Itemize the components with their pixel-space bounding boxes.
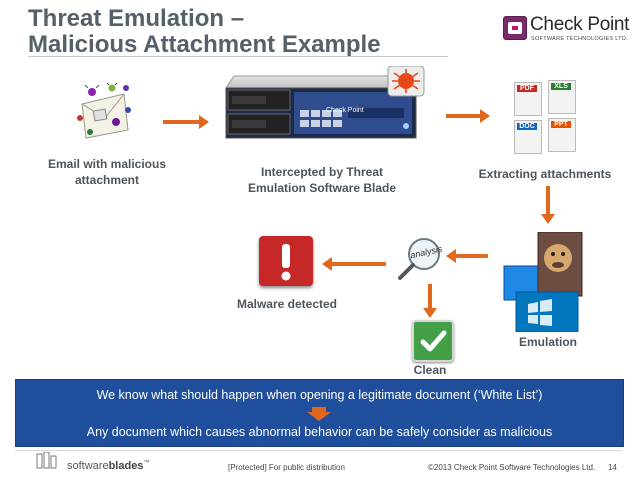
footer-copyright: ©2013 Check Point Software Technologies … bbox=[428, 463, 596, 472]
malicious-email-icon bbox=[77, 82, 131, 139]
arrow-extract-to-emulation bbox=[541, 186, 555, 224]
logo-tagline: SOFTWARE TECHNOLOGIES LTD. bbox=[531, 36, 628, 42]
step-clean-label: Clean bbox=[413, 363, 447, 377]
logo-name: Check Point bbox=[530, 14, 630, 35]
exclamation-icon bbox=[281, 244, 291, 281]
doc-file-icon: DOC bbox=[514, 120, 542, 154]
clean-check-icon bbox=[412, 320, 454, 362]
xls-file-tag: XLS bbox=[551, 83, 571, 90]
banner-down-arrow-icon bbox=[307, 407, 331, 421]
software-blades-brand: softwareblades™ bbox=[67, 460, 149, 472]
analysis-magnifier-icon bbox=[398, 238, 440, 280]
arrow-appliance-to-extract bbox=[446, 109, 490, 123]
ppt-file-tag: PPT bbox=[551, 121, 571, 128]
appliance-brand-label: Check Point bbox=[326, 107, 364, 114]
slide-title-line1: Threat Emulation – bbox=[28, 5, 245, 32]
step-email-label-line1: Email with malicious bbox=[47, 157, 167, 171]
slide-title: Threat Emulation – Malicious Attachment … bbox=[28, 6, 468, 58]
arrow-analysis-to-malware bbox=[322, 257, 386, 271]
attachment-files: PDF XLS DOC PPT bbox=[514, 80, 578, 160]
footer-classification: [Protected] For public distribution bbox=[228, 463, 345, 472]
brand-part1: software bbox=[67, 460, 109, 472]
pdf-file-tag: PDF bbox=[517, 85, 537, 92]
arrow-analysis-to-clean bbox=[423, 284, 437, 318]
banner-line1: We know what should happen when opening … bbox=[96, 388, 543, 402]
check-point-logo: Check Point SOFTWARE TECHNOLOGIES LTD. bbox=[503, 14, 630, 44]
title-divider bbox=[28, 56, 448, 57]
security-appliance-icon bbox=[225, 66, 425, 139]
step-emulation-label: Emulation bbox=[518, 335, 577, 349]
step-intercept-label: Intercepted by Threat Emulation Software… bbox=[222, 164, 422, 196]
ppt-file-icon: PPT bbox=[548, 118, 576, 152]
pdf-file-icon: PDF bbox=[514, 82, 542, 116]
step-email-label: Email with malicious attachment bbox=[32, 156, 182, 188]
brand-tm: ™ bbox=[143, 460, 150, 466]
malware-alert-icon bbox=[259, 236, 313, 286]
software-blades-logo-icon bbox=[36, 452, 57, 469]
arrow-email-to-appliance bbox=[163, 115, 209, 129]
step-intercept-label-line2: Emulation Software Blade bbox=[247, 181, 397, 195]
xls-file-icon: XLS bbox=[548, 80, 576, 114]
banner-line2: Any document which causes abnormal behav… bbox=[86, 425, 553, 439]
step-extract-label: Extracting attachments bbox=[478, 167, 612, 181]
step-email-label-line2: attachment bbox=[74, 173, 139, 187]
emulation-sandbox-screens-icon bbox=[503, 232, 583, 332]
check-point-logo-icon bbox=[503, 16, 527, 40]
footer-page-number: 14 bbox=[608, 463, 617, 472]
checkmark-icon bbox=[420, 330, 447, 352]
step-intercept-label-line1: Intercepted by Threat bbox=[260, 165, 384, 179]
step-malware-label: Malware detected bbox=[236, 297, 338, 311]
doc-file-tag: DOC bbox=[517, 123, 537, 130]
brand-part2: blades bbox=[108, 460, 144, 472]
arrow-emulation-to-analysis bbox=[446, 249, 488, 263]
slide-title-line2: Malicious Attachment Example bbox=[28, 31, 381, 58]
footer-divider bbox=[15, 450, 622, 451]
summary-banner: We know what should happen when opening … bbox=[15, 379, 624, 447]
